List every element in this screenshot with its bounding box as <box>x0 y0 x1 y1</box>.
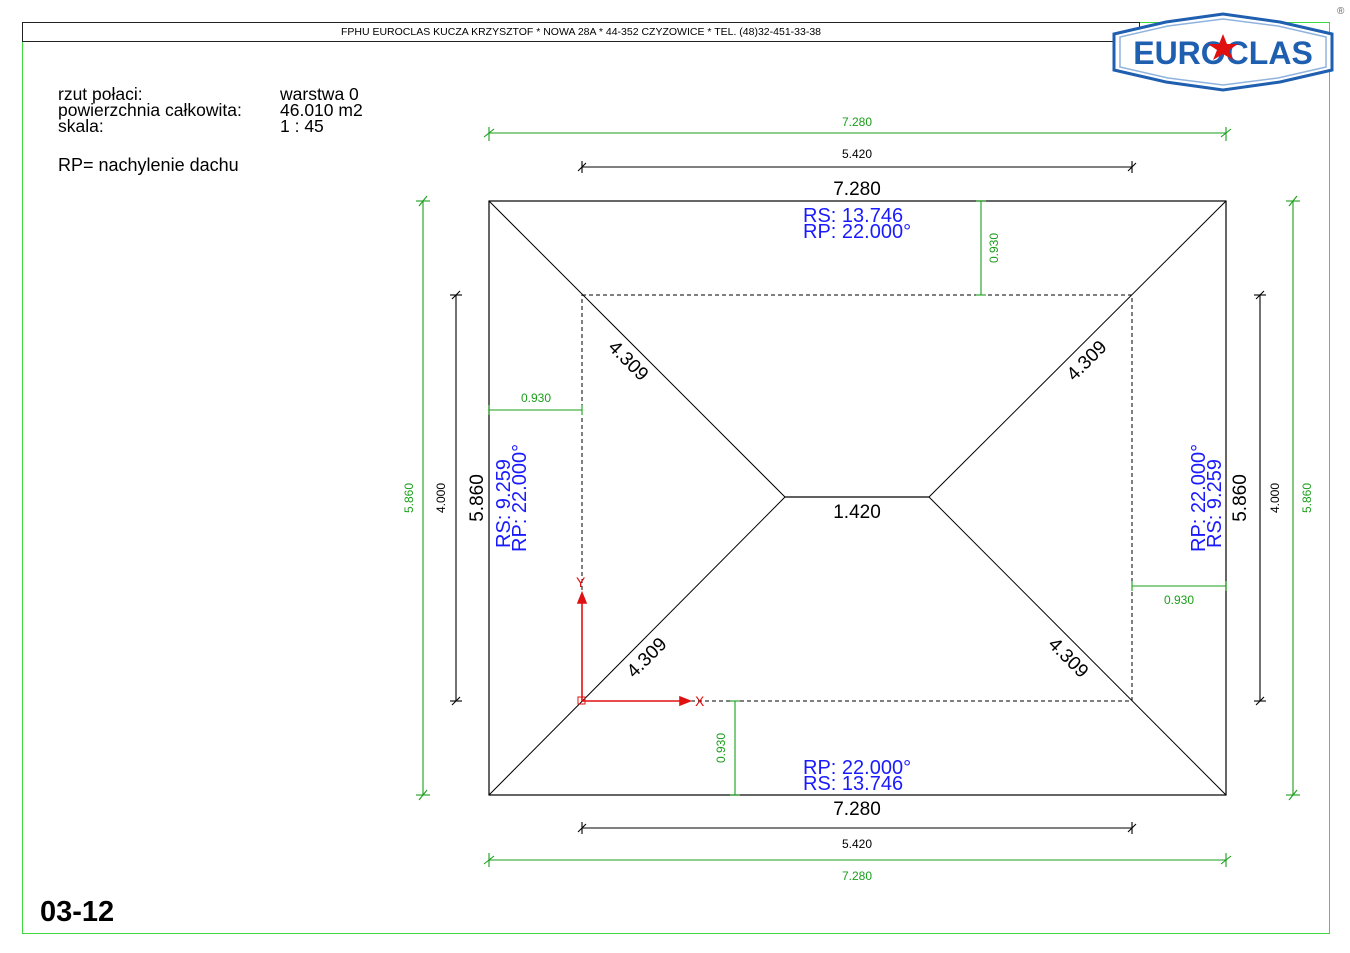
info-row-layer: rzut połaci: warstwa 0 <box>58 84 363 104</box>
registered-mark: ® <box>1337 6 1345 17</box>
dim-label-right-outer: 5.860 <box>1300 483 1314 513</box>
roof-outline <box>488 200 1227 796</box>
dim-label-offset-top: 0.930 <box>987 233 1001 263</box>
dim-label-bottom-outer: 7.280 <box>842 869 872 883</box>
info-label: rzut połaci: <box>58 84 143 104</box>
info-value: 1 : 45 <box>280 116 324 136</box>
dim-label-left-inner: 4.000 <box>434 483 448 513</box>
hip-line-tr <box>928 200 1227 498</box>
dim-label-right-inner: 4.000 <box>1268 483 1282 513</box>
edge-label-left: 5.860 <box>467 474 488 522</box>
edge-label-top: 7.280 <box>833 179 881 200</box>
bottom-face-rs: RS: 13.746 <box>803 773 903 795</box>
info-value: warstwa 0 <box>280 84 359 104</box>
dim-label-top-inner: 5.420 <box>842 147 872 161</box>
dim-label-offset-left: 0.930 <box>521 391 551 405</box>
dim-label-left-outer: 5.860 <box>402 483 416 513</box>
hip-label-br: 4.309 <box>1044 634 1092 682</box>
sheet-number: 03-12 <box>40 896 115 928</box>
dim-label-top-outer: 7.280 <box>842 115 872 129</box>
right-face-rp: RP: 22.000° <box>1188 444 1210 552</box>
edge-label-right: 5.860 <box>1230 474 1251 522</box>
bottom-face-rp: RP: 22.000° <box>803 757 911 779</box>
hip-line-bl <box>488 496 786 796</box>
hip-label-tr: 4.309 <box>1063 337 1111 385</box>
hip-label-tl: 4.309 <box>604 337 652 385</box>
dim-label-offset-bottom: 0.930 <box>714 733 728 763</box>
hip-line-tl <box>488 200 786 498</box>
dim-label-bottom-inner: 5.420 <box>842 837 872 851</box>
header-company-line: FPHU EUROCLAS KUCZA KRZYSZTOF * NOWA 28A… <box>22 22 1140 42</box>
axis-x-label: X <box>695 693 705 709</box>
rp-legend-note: RP= nachylenie dachu <box>58 155 239 175</box>
dim-label-offset-right: 0.930 <box>1164 593 1194 607</box>
euroclas-logo: EUROCLAS <box>1110 12 1336 92</box>
left-face-rp: RP: 22.000° <box>509 444 531 552</box>
left-face-rs: RS: 9.259 <box>493 459 515 548</box>
hip-line-br <box>928 496 1227 796</box>
axis-y-label: Y <box>576 574 586 590</box>
info-value: 46.010 m2 <box>280 100 363 120</box>
info-label: skala: <box>58 116 104 136</box>
top-face-rp: RP: 22.000° <box>803 221 911 243</box>
info-label: powierzchnia całkowita: <box>58 100 242 120</box>
wall-outline-dashed <box>581 294 1133 702</box>
top-face-rs: RS: 13.746 <box>803 205 903 227</box>
ridge-length-label: 1.420 <box>833 502 881 523</box>
info-row-area: powierzchnia całkowita: 46.010 m2 <box>58 100 363 120</box>
hip-label-bl: 4.309 <box>623 634 671 682</box>
edge-label-bottom: 7.280 <box>833 799 881 820</box>
info-block: rzut połaci: warstwa 0 powierzchnia całk… <box>58 84 363 136</box>
info-row-scale: skala: 1 : 45 <box>58 116 363 136</box>
right-face-rs: RS: 9.259 <box>1204 459 1226 548</box>
